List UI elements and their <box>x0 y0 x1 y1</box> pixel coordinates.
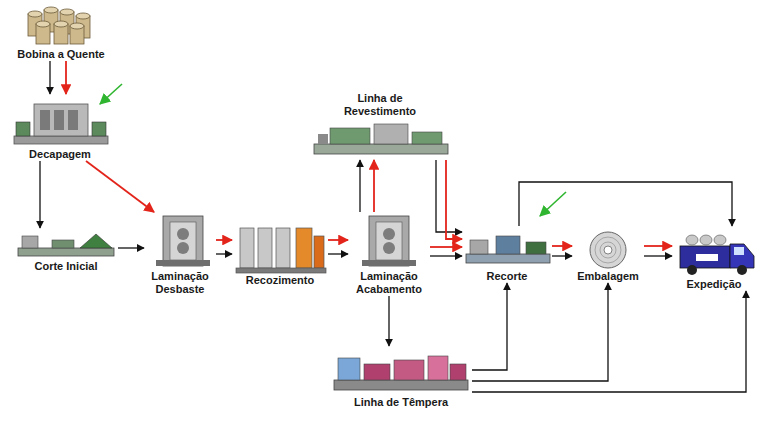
flow-arrow <box>65 61 67 94</box>
pointer-arrow <box>540 192 566 216</box>
flow-arrow <box>430 246 462 248</box>
flow-arrow <box>436 160 462 232</box>
equipment-node: Linha de Revestimento <box>310 92 450 160</box>
flow-arrow <box>328 253 348 254</box>
equipment-label: Corte Inicial <box>35 260 98 273</box>
flow-arrow <box>472 291 746 392</box>
coating-line <box>314 124 448 154</box>
flow-arrow <box>388 296 389 346</box>
equipment-label: Linha de Revestimento <box>338 92 422 118</box>
flow-arrow <box>552 255 572 256</box>
finishing-mill <box>362 216 416 266</box>
flow-arrow <box>118 247 144 248</box>
equipment-node: Embalagem <box>572 228 644 283</box>
temper-line <box>334 356 468 390</box>
equipment-label: Bobina a Quente <box>17 48 104 61</box>
flow-arrow <box>216 253 232 254</box>
coil-stack <box>28 7 90 44</box>
equipment-label: Embalagem <box>577 270 639 283</box>
equipment-label: Laminação Acabamento <box>348 270 430 296</box>
equipment-node: Recorte <box>462 226 552 283</box>
slitting-line <box>466 236 550 263</box>
equipment-label: Laminação Desbaste <box>144 270 216 296</box>
equipment-node: Laminação Desbaste <box>144 212 216 296</box>
equipment-node: Recozimento <box>232 222 328 287</box>
flow-arrow <box>430 255 462 256</box>
flow-arrow <box>359 160 360 212</box>
equipment-node: Expedição <box>672 226 756 291</box>
equipment-label: Linha de Têmpera <box>354 396 448 409</box>
equipment-node: Bobina a Quente <box>12 4 110 61</box>
equipment-label: Recozimento <box>246 274 314 287</box>
equipment-label: Expedição <box>686 278 741 291</box>
flow-arrow <box>472 283 608 381</box>
initial-cut-line <box>18 234 114 256</box>
flow-arrow <box>216 239 232 241</box>
packaged-coil <box>590 232 626 268</box>
flow-arrow <box>519 182 732 226</box>
equipment-node: Decapagem <box>8 94 112 161</box>
pickling-line <box>14 104 108 144</box>
shipping-truck <box>680 235 754 275</box>
flow-arrow <box>39 161 40 228</box>
equipment-label: Decapagem <box>29 148 91 161</box>
flow-arrow <box>472 283 507 370</box>
flow-arrow <box>644 255 672 256</box>
pointer-arrow <box>100 84 122 104</box>
roughing-mill <box>156 216 210 266</box>
flow-arrow <box>446 160 462 239</box>
equipment-node: Linha de Têmpera <box>330 346 472 409</box>
flow-arrow <box>644 245 672 247</box>
flow-arrow <box>86 161 154 212</box>
flow-arrow <box>373 160 375 212</box>
annealing-furnaces <box>236 228 326 273</box>
flow-arrow <box>328 239 348 241</box>
flow-arrow <box>49 61 50 94</box>
flow-arrow <box>552 245 572 247</box>
equipment-label: Recorte <box>487 270 528 283</box>
equipment-node: Corte Inicial <box>14 228 118 273</box>
equipment-node: Laminação Acabamento <box>348 212 430 296</box>
